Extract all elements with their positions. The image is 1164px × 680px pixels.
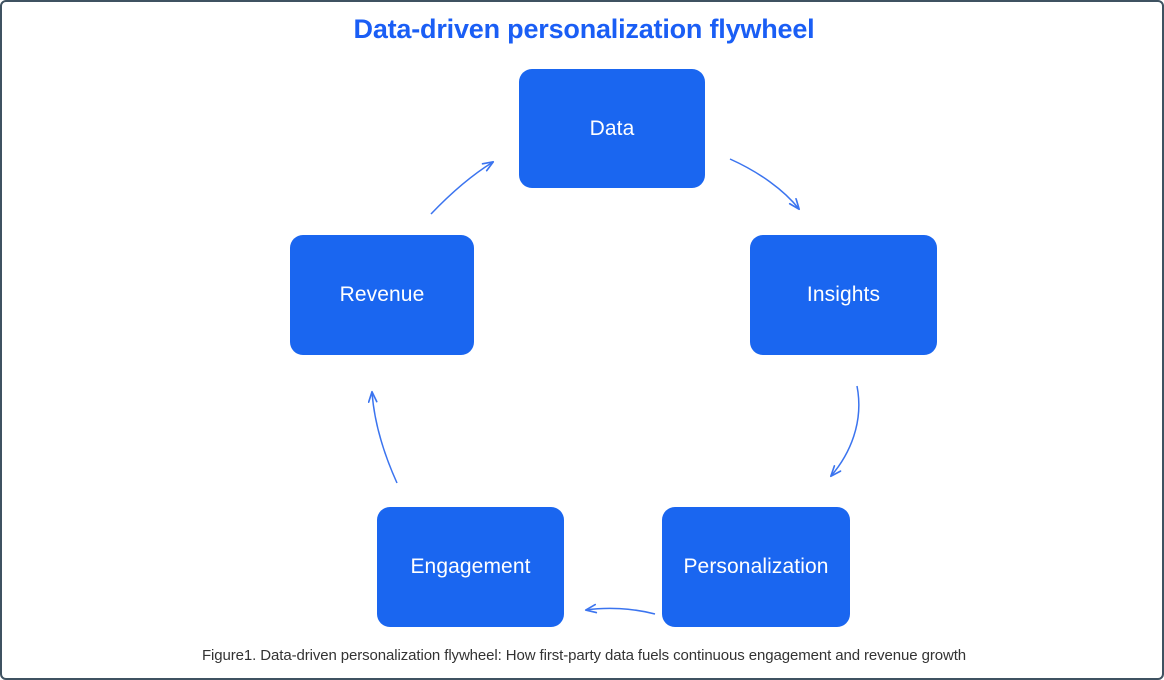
arrow-data-to-insights (729, 158, 799, 209)
arrow-personalization-to-engagement (586, 608, 656, 615)
arrow-insights-to-personalization (831, 385, 860, 476)
figure-caption: Figure1. Data-driven personalization fly… (201, 647, 967, 664)
node-data[interactable]: Data (519, 69, 705, 188)
node-engagement[interactable]: Engagement (377, 507, 564, 627)
node-insights[interactable]: Insights (750, 235, 937, 355)
node-personalization-label: Personalization (683, 555, 829, 578)
arrow-engagement-to-revenue (372, 392, 398, 484)
node-revenue-label: Revenue (339, 283, 425, 306)
arrow-revenue-to-data (430, 162, 493, 215)
node-data-label: Data (589, 116, 635, 140)
node-engagement-label: Engagement (410, 555, 531, 578)
node-personalization[interactable]: Personalization (662, 507, 850, 627)
figure-title: Data-driven personalization flywheel (353, 14, 815, 44)
node-insights-label: Insights (806, 283, 881, 306)
node-revenue[interactable]: Revenue (290, 235, 474, 355)
